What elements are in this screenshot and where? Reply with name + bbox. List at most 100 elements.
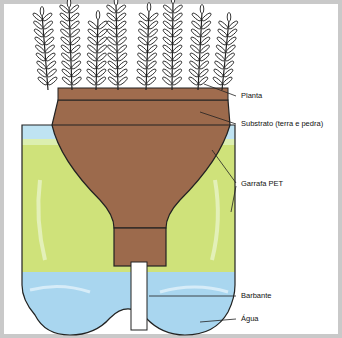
plant-leaf xyxy=(172,28,183,38)
plant-leaf xyxy=(136,60,147,70)
plant-leaf xyxy=(33,20,44,30)
plant-leaf xyxy=(106,20,117,30)
plant-leaf xyxy=(190,36,201,46)
plant-leaf xyxy=(198,76,209,86)
plant-leaf xyxy=(116,12,127,22)
plant-leaf xyxy=(137,52,148,62)
plant-leaf xyxy=(136,68,147,78)
plant-leaf xyxy=(137,36,148,46)
plant-leaf xyxy=(188,68,199,78)
wick xyxy=(131,262,147,330)
plant-leaf xyxy=(106,12,117,22)
plant-leaf xyxy=(212,76,223,86)
plant-leaf xyxy=(191,12,202,22)
plant-leaf xyxy=(223,68,234,78)
part-label: Barbante xyxy=(240,291,272,301)
plant-leaf xyxy=(97,28,108,38)
plant-leaf xyxy=(61,68,72,78)
plant-leaf xyxy=(97,36,108,46)
plant-leaf xyxy=(35,44,46,54)
plant-leaf xyxy=(201,20,212,30)
plant-leaf xyxy=(116,4,127,14)
plant-leaf xyxy=(162,52,173,62)
plant-leaf xyxy=(116,28,127,38)
plant-leaf xyxy=(71,76,82,86)
plant-leaf xyxy=(199,52,210,62)
plant-leaf xyxy=(172,60,183,70)
plant-leaf xyxy=(107,68,118,78)
plant-leaf xyxy=(97,44,108,54)
substrate-funnel xyxy=(52,100,230,228)
plant-leaf xyxy=(46,60,57,70)
plant-leaf xyxy=(34,36,45,46)
plant-leaf xyxy=(60,36,71,46)
plant-leaf xyxy=(117,60,128,70)
plant-leaf xyxy=(96,76,107,86)
plant-leaf xyxy=(60,28,71,38)
water xyxy=(0,272,342,338)
plant-leaf xyxy=(117,36,128,46)
plant-leaf xyxy=(188,76,199,86)
plant-leaf xyxy=(69,12,80,22)
plant-leaf xyxy=(226,36,237,46)
bottle-rim xyxy=(52,125,230,126)
plant-leaf xyxy=(87,28,98,38)
leader-lines xyxy=(149,84,236,322)
plant-leaf xyxy=(147,36,158,46)
plant-leaf xyxy=(215,52,226,62)
plant-leaf xyxy=(87,20,98,30)
plant-leaf xyxy=(148,12,159,22)
plant-leaf xyxy=(61,52,72,62)
plant-leaf xyxy=(200,28,211,38)
plant-leaf xyxy=(114,0,118,6)
plant-leaf xyxy=(146,68,157,78)
plant-leaf xyxy=(96,11,100,20)
plant-leaf xyxy=(213,68,224,78)
plant-leaf xyxy=(107,60,118,70)
plant-leaf xyxy=(97,20,108,30)
plant-leaf xyxy=(35,52,46,62)
plant-leaf xyxy=(117,52,128,62)
plant-leaf xyxy=(199,60,210,70)
plant-leaf xyxy=(146,60,157,70)
plant-leaf xyxy=(227,13,231,22)
part-label: Substrato (terra e pedra) xyxy=(240,119,324,129)
plant-leaf xyxy=(147,3,151,12)
plant-leaf xyxy=(86,52,97,62)
plant-leaf xyxy=(70,44,81,54)
plant-leaf xyxy=(107,52,118,62)
plant-leaf xyxy=(36,60,47,70)
plant-leaf xyxy=(96,60,107,70)
plant-leaf xyxy=(107,76,118,86)
plant-leaf xyxy=(173,4,184,14)
plant-leaf xyxy=(215,44,226,54)
plant-leaf xyxy=(216,36,227,46)
plant-leaf xyxy=(172,68,183,78)
plant-leaf xyxy=(147,44,158,54)
plant-leaf xyxy=(71,60,82,70)
plant-leaf xyxy=(191,20,202,30)
plant-leaf xyxy=(214,60,225,70)
plant-leaf xyxy=(148,20,159,30)
plant-leaf xyxy=(171,0,175,4)
part-label: Planta xyxy=(240,91,263,101)
plant-leaf xyxy=(227,28,238,38)
plant-leaf xyxy=(60,44,71,54)
plant-leaf xyxy=(70,28,81,38)
plant-leaf xyxy=(138,28,149,38)
plant-leaf xyxy=(148,28,159,38)
plant-leaf xyxy=(45,52,56,62)
plant-leaf xyxy=(43,20,54,30)
plant-leaf xyxy=(61,60,72,70)
plant-leaf xyxy=(200,36,211,46)
plant-leaf xyxy=(162,28,173,38)
plant-leaf xyxy=(33,28,44,38)
leader-line xyxy=(212,150,236,183)
plant-leaf xyxy=(43,28,54,38)
plant-leaf xyxy=(37,68,48,78)
plant-leaf xyxy=(218,20,229,30)
plant-leaf xyxy=(163,4,174,14)
plant-leaf xyxy=(107,44,118,54)
